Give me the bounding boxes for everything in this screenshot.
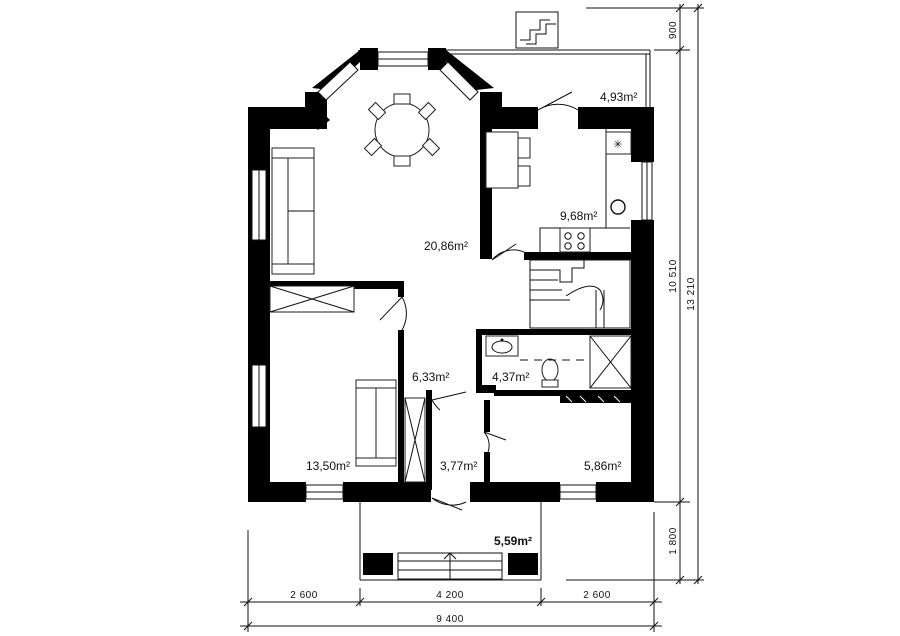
dim-right-bottom: 1 800 xyxy=(668,527,679,555)
room-bedroom-area: 13,50m² xyxy=(306,459,350,473)
dim-right-total: 13 210 xyxy=(686,277,697,311)
room-kitchen-area: 9,68m² xyxy=(560,209,597,223)
sofa-icon xyxy=(271,147,315,275)
room-right-area: 5,86m² xyxy=(584,459,621,473)
svg-text:✳: ✳ xyxy=(613,138,622,151)
kitchen-table-icon xyxy=(485,131,531,189)
heater xyxy=(560,393,632,403)
room-hall-area: 6,33m² xyxy=(412,370,449,384)
room-bath-area: 4,37m² xyxy=(492,370,529,384)
dim-right-top: 900 xyxy=(668,21,679,39)
room-living-area: 20,86m² xyxy=(424,239,468,253)
dim-right-mid: 10 510 xyxy=(668,259,679,293)
dim-bottom-right: 2 600 xyxy=(583,590,611,601)
terrace-top xyxy=(446,11,651,107)
right-dimensions xyxy=(566,3,704,585)
room-terrace-area: 4,93m² xyxy=(600,90,637,104)
dim-bottom-total: 9 400 xyxy=(436,614,464,625)
bedroom-sofa-icon xyxy=(355,379,397,467)
stove-icon xyxy=(559,227,591,253)
wardrobe-icon xyxy=(269,285,355,313)
bottom-dimensions xyxy=(240,512,662,632)
porch xyxy=(359,502,542,581)
shower-icon xyxy=(520,335,632,389)
kitchen-counter: ✳ xyxy=(539,129,632,252)
walls xyxy=(248,48,654,502)
dim-bottom-left: 2 600 xyxy=(290,590,318,601)
room-vestibule-area: 3,77m² xyxy=(440,459,477,473)
toilet-icon xyxy=(541,358,559,388)
dining-table-icon xyxy=(363,93,441,167)
doors xyxy=(379,91,579,511)
stairs-icon xyxy=(529,259,631,329)
room-porch-area: 5,59m² xyxy=(494,534,532,548)
windows xyxy=(251,51,653,500)
vestibule-wardrobe-icon xyxy=(404,397,426,483)
sink-icon xyxy=(485,335,519,357)
dim-bottom-mid: 4 200 xyxy=(436,590,464,601)
